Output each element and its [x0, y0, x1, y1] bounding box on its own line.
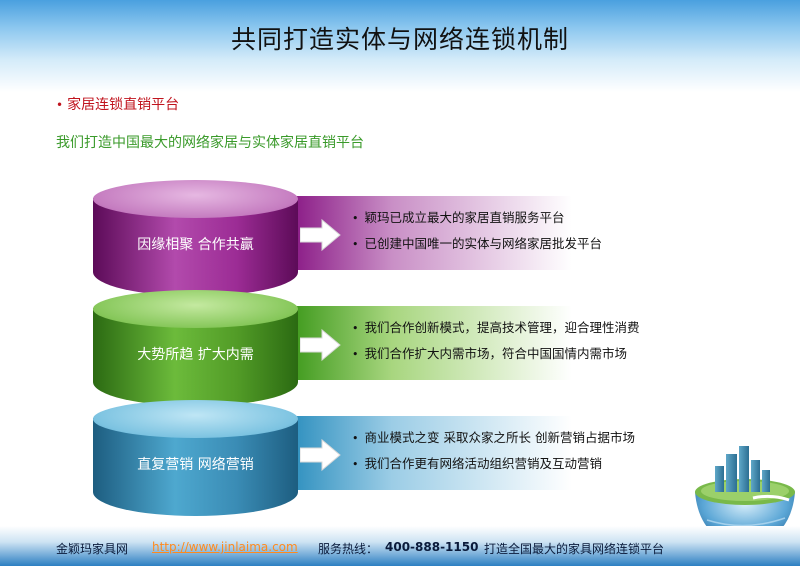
points-panel	[292, 196, 692, 270]
footer-hotline: 400-888-1150	[385, 540, 479, 554]
bullet-icon: •	[56, 98, 64, 112]
page-title: 共同打造实体与网络连锁机制	[230, 25, 569, 54]
bullet-icon: •	[352, 432, 359, 445]
points-panel	[292, 416, 692, 490]
list-item: •商业模式之变 采取众家之所长 创新营销占据市场	[352, 430, 635, 445]
points-panel	[292, 306, 692, 380]
cylinder-top	[93, 400, 298, 438]
arrow-right-icon	[300, 438, 341, 472]
footer-band	[0, 526, 800, 566]
list-item: •颖玛已成立最大的家居直销服务平台	[352, 210, 565, 225]
footer: 金颖玛家具网 http://www.jinlaima.com 服务热线： 400…	[0, 540, 800, 560]
footer-website-link[interactable]: http://www.jinlaima.com	[152, 540, 298, 554]
subtitle: 我们打造中国最大的网络家居与实体家居直销平台	[56, 135, 364, 151]
row-2: 大势所趋 扩大内需 •我们合作创新模式，提高技术管理，迎合理性消费 •我们合作扩…	[0, 290, 800, 410]
footer-slogan: 打造全国最大的家具网络连锁平台	[484, 542, 665, 556]
cylinder-top	[93, 180, 298, 218]
footer-hotline-label: 服务热线：	[318, 542, 379, 556]
header-band	[0, 0, 800, 92]
bullet-icon: •	[352, 348, 359, 361]
footer-company: 金颖玛家具网	[56, 542, 129, 556]
cylinder-label: 大势所趋 扩大内需	[137, 347, 254, 363]
list-item: •我们合作创新模式，提高技术管理，迎合理性消费	[352, 320, 640, 335]
list-item: •已创建中国唯一的实体与网络家居批发平台	[352, 236, 603, 251]
point-list: •商业模式之变 采取众家之所长 创新营销占据市场 •我们合作更有网络活动组织营销…	[352, 425, 635, 477]
bullet-icon: •	[352, 212, 359, 225]
point-list: •我们合作创新模式，提高技术管理，迎合理性消费 •我们合作扩大内需市场，符合中国…	[352, 315, 640, 367]
row-3: 直复营销 网络营销 •商业模式之变 采取众家之所长 创新营销占据市场 •我们合作…	[0, 400, 800, 520]
arrow-right-icon	[300, 328, 341, 362]
cylinder-label: 直复营销 网络营销	[137, 457, 254, 473]
section-heading: •家居连锁直销平台	[56, 94, 179, 114]
cylinder-label: 因缘相聚 合作共赢	[137, 237, 254, 253]
bullet-icon: •	[352, 322, 359, 335]
bullet-icon: •	[352, 458, 359, 471]
section-label: 家居连锁直销平台	[67, 97, 180, 113]
cylinder-top	[93, 290, 298, 328]
list-item: •我们合作更有网络活动组织营销及互动营销	[352, 456, 603, 471]
row-1: 因缘相聚 合作共赢 •颖玛已成立最大的家居直销服务平台 •已创建中国唯一的实体与…	[0, 180, 800, 300]
arrow-right-icon	[300, 218, 341, 252]
point-list: •颖玛已成立最大的家居直销服务平台 •已创建中国唯一的实体与网络家居批发平台	[352, 205, 602, 257]
bullet-icon: •	[352, 238, 359, 251]
list-item: •我们合作扩大内需市场，符合中国国情内需市场	[352, 346, 628, 361]
